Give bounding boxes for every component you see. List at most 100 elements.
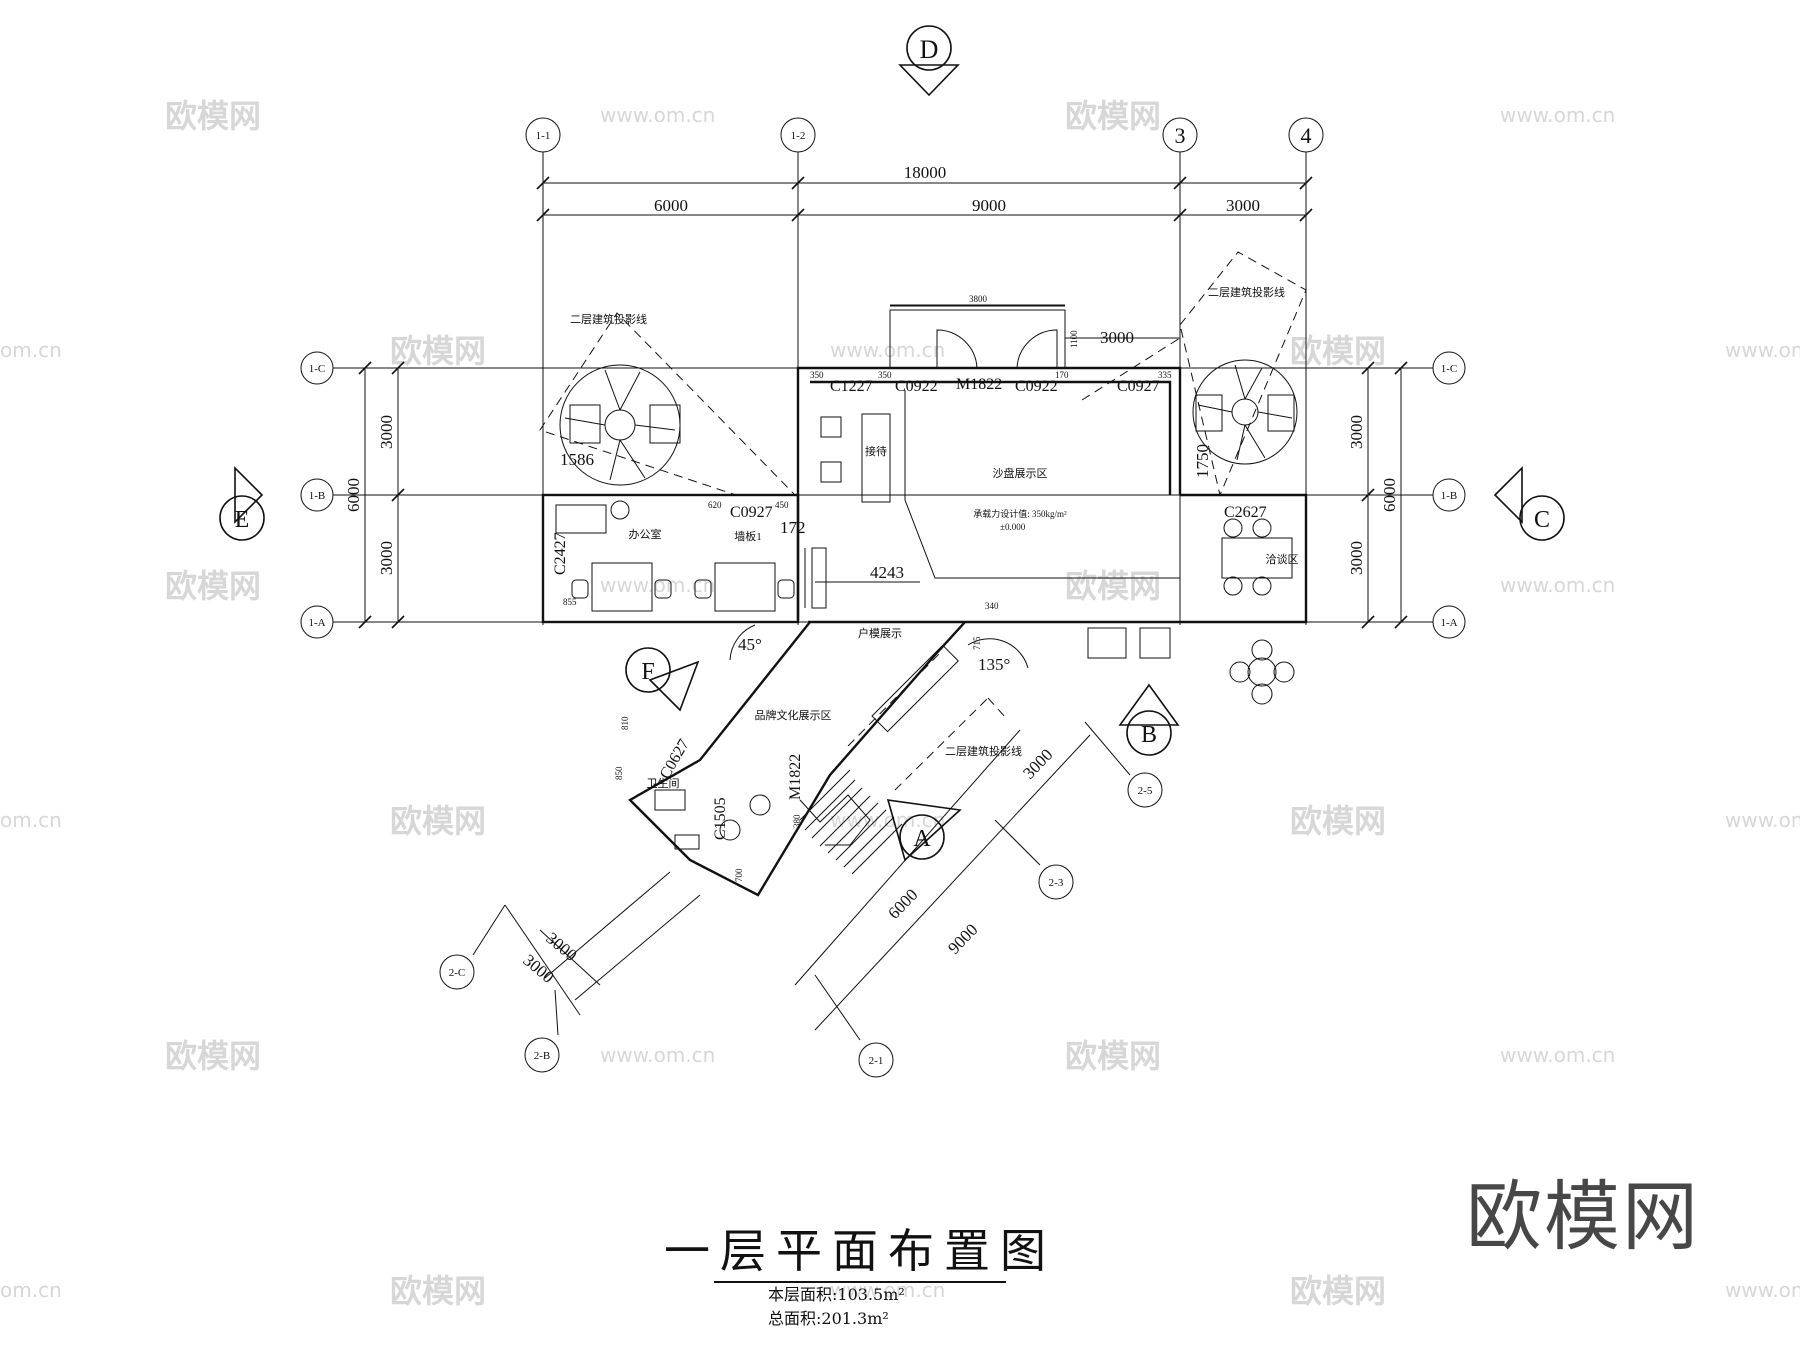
svg-text:M1822: M1822 (787, 754, 804, 800)
svg-text:3000: 3000 (1347, 541, 1366, 575)
svg-text:170: 170 (1055, 370, 1069, 380)
axis-label: 1-1 (536, 130, 551, 142)
svg-text:1-C: 1-C (309, 363, 326, 375)
dim-total: 18000 (904, 163, 947, 182)
svg-text:C1505: C1505 (712, 797, 729, 840)
svg-text:172: 172 (780, 518, 806, 537)
watermark-text: 欧模网 (1290, 1272, 1386, 1310)
drawing-title-block: 一层平面布置图 本层面积:103.5m² 总面积:201.3m² (660, 1215, 1060, 1331)
watermark-url: www.om.cn (1500, 103, 1615, 127)
watermark-url: om.cn (0, 808, 62, 832)
svg-text:9000: 9000 (944, 920, 981, 958)
svg-text:350: 350 (810, 370, 824, 380)
svg-text:C2427: C2427 (552, 532, 569, 575)
projection-label: 二层建筑投影线 (945, 744, 1022, 758)
watermark-text: 欧模网 (165, 567, 261, 605)
svg-text:B: B (1141, 722, 1157, 748)
watermark-text: 欧模网 (390, 1272, 486, 1310)
svg-text:1-A: 1-A (308, 617, 325, 629)
misc-dimensions: 1586 1750 172 4243 (560, 444, 1212, 583)
svg-text:700: 700 (734, 868, 744, 882)
svg-text:A: A (913, 826, 931, 852)
watermark-url: www.om.cn (1500, 573, 1615, 597)
negotiation-furniture (1087, 518, 1295, 705)
wall-panel-label: 墙板1 (734, 529, 762, 543)
watermark-text: 欧模网 (1290, 802, 1386, 840)
watermark-text: 欧模网 (1065, 1037, 1161, 1075)
svg-text:340: 340 (985, 601, 999, 611)
svg-text:C1227: C1227 (830, 378, 873, 395)
svg-text:M1822: M1822 (956, 376, 1002, 393)
watermark-text: 欧模网 (165, 97, 261, 135)
svg-text:1100: 1100 (1069, 330, 1079, 348)
svg-text:850: 850 (614, 766, 624, 780)
svg-text:1-B: 1-B (309, 490, 326, 502)
watermark-url: www.om.cn (1725, 338, 1800, 362)
room-office: 办公室 (629, 527, 662, 541)
svg-text:6000: 6000 (884, 885, 921, 923)
angle-45: 45° (738, 635, 762, 654)
axis-label: 3 (1175, 123, 1186, 148)
watermark-url: www.om.cn (600, 1043, 715, 1067)
angle-135: 135° (978, 655, 1010, 674)
watermark-url: www.om.cn (1500, 1043, 1615, 1067)
watermark-text: 欧模网 (390, 332, 486, 370)
svg-text:350: 350 (878, 370, 892, 380)
watermark-url: www.om.cn (1725, 808, 1800, 832)
svg-text:3000: 3000 (377, 415, 396, 449)
svg-text:380: 380 (792, 814, 802, 828)
svg-text:3800: 3800 (969, 294, 988, 304)
svg-text:335: 335 (1158, 370, 1172, 380)
room-labels: 沙盘展示区 承载力设计值: 350kg/m² ±0.000 接待 办公室 墙板1… (629, 444, 1299, 790)
svg-text:F: F (641, 659, 654, 685)
svg-text:715: 715 (972, 636, 982, 650)
title-underline (714, 1281, 1006, 1283)
watermark-url: www.om.cn (600, 103, 715, 127)
floor-area: 本层面积:103.5m² (768, 1285, 905, 1304)
svg-text:2-1: 2-1 (869, 1055, 884, 1067)
svg-text:C0922: C0922 (895, 378, 938, 395)
watermarks: 欧模网 www.om.cn 欧模网 www.om.cn om.cn 欧模网 ww… (0, 97, 1800, 1310)
top-dimensions: 18000 6000 9000 3000 (536, 163, 1313, 222)
projection-label: 二层建筑投影线 (1208, 285, 1285, 299)
level-note: ±0.000 (1000, 522, 1026, 532)
svg-text:1-C: 1-C (1441, 363, 1458, 375)
view-marker-a: A (886, 799, 962, 862)
small-dimensions: 350 350 170 335 620 450 810 850 700 340 … (563, 294, 1172, 882)
main-walls (541, 305, 1308, 624)
rotated-wing: 45° 135° (628, 621, 1029, 897)
load-note: 承载力设计值: 350kg/m² (973, 508, 1067, 519)
svg-text:C2627: C2627 (1224, 504, 1267, 521)
svg-text:3000: 3000 (1347, 415, 1366, 449)
svg-text:1750: 1750 (1193, 444, 1212, 478)
svg-text:810: 810 (620, 716, 630, 730)
axis-label: 4 (1301, 123, 1312, 148)
view-marker-b: B (1118, 683, 1180, 756)
room-negotiation: 洽谈区 (1266, 553, 1299, 566)
office-furniture (555, 500, 795, 612)
svg-text:1-A: 1-A (1440, 617, 1457, 629)
watermark-url: www.om.cn (600, 573, 715, 597)
room-sand: 沙盘展示区 (993, 466, 1048, 480)
top-grid-axes: 1-1 1-2 3 4 (525, 117, 1324, 625)
svg-text:3000: 3000 (377, 541, 396, 575)
watermark-text: 欧模网 (1065, 97, 1161, 135)
tree-right (1081, 251, 1307, 497)
svg-text:1-B: 1-B (1441, 490, 1458, 502)
total-area: 总面积:201.3m² (768, 1309, 889, 1328)
watermark-url: www.om.cn (1725, 1278, 1800, 1302)
opening-codes: C1227 C0922 M1822 C0922 C0927 C0927 C242… (552, 376, 1267, 840)
room-house-model: 户模展示 (858, 626, 902, 640)
dim-span: 6000 (654, 196, 688, 215)
svg-text:6000: 6000 (1380, 478, 1399, 512)
svg-text:D: D (920, 35, 939, 64)
dim-span: 9000 (972, 196, 1006, 215)
svg-text:2-B: 2-B (534, 1050, 551, 1062)
watermark-url: om.cn (0, 1278, 62, 1302)
right-dimensions: 3000 3000 6000 (1347, 361, 1408, 629)
watermark-text: 欧模网 (165, 1037, 261, 1075)
svg-text:2-C: 2-C (449, 967, 466, 979)
svg-text:3000: 3000 (542, 929, 580, 965)
svg-text:3000: 3000 (1100, 328, 1134, 347)
